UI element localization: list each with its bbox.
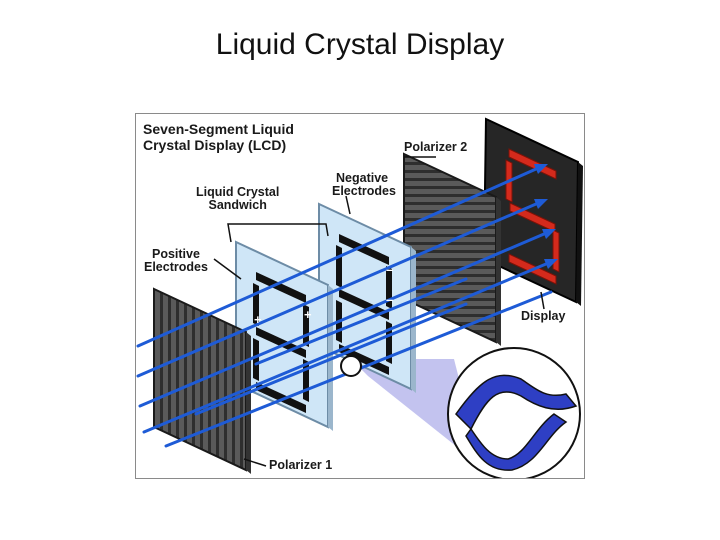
- label-polarizer-2: Polarizer 2: [404, 140, 468, 154]
- negative-electrodes-glass: [318, 202, 416, 393]
- plus-sign: +: [304, 307, 312, 322]
- label-lc-line1: Liquid Crystal: [196, 185, 280, 199]
- label-lc-line2: Sandwich: [208, 198, 267, 212]
- diagram-heading: Seven-Segment Liquid Crystal Display (LC…: [143, 121, 294, 153]
- label-display: Display: [521, 309, 566, 323]
- label-positive-electrodes: Positive Electrodes: [144, 248, 208, 274]
- leader-lines: [213, 156, 545, 467]
- minus-sign: –: [386, 292, 393, 307]
- label-polarizer-1: Polarizer 1: [269, 458, 333, 472]
- lcd-diagram: + + – – Seven-Segment Liquid Crystal Dis…: [135, 113, 585, 479]
- light-ray-arrowheads: [534, 164, 558, 269]
- label-negative-electrodes: Negative Electrodes: [332, 172, 396, 198]
- magnify-source-circle: [340, 355, 362, 377]
- diagram-heading-line2: Crystal Display (LCD): [143, 137, 287, 153]
- plus-sign: +: [254, 312, 262, 327]
- diagram-heading-line1: Seven-Segment Liquid: [143, 121, 294, 137]
- minus-sign: –: [386, 262, 393, 277]
- label-negative-line2: Electrodes: [332, 184, 396, 198]
- label-negative-line1: Negative: [336, 171, 389, 185]
- magnified-crystal-view: [447, 347, 581, 478]
- magnify-cone: [351, 359, 481, 466]
- label-positive-line2: Electrodes: [144, 260, 208, 274]
- lcd-illustration: + + – –: [136, 117, 583, 478]
- slide-title: Liquid Crystal Display: [215, 28, 505, 61]
- label-positive-line1: Positive: [151, 247, 200, 261]
- label-liquid-crystal-sandwich: Liquid Crystal Sandwich: [196, 186, 279, 212]
